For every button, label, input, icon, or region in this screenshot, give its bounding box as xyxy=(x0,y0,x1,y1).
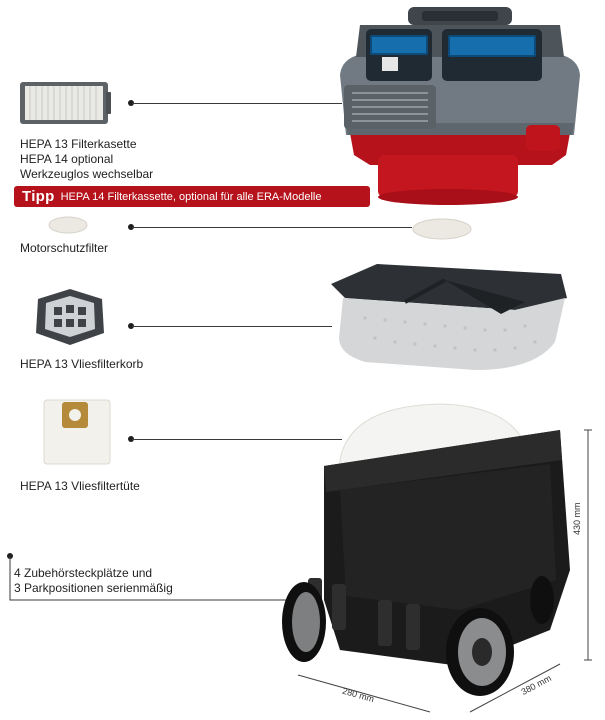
leader-dot-filter xyxy=(128,100,134,106)
motor-filter-label: Motorschutzfilter xyxy=(20,241,109,255)
basket-label: HEPA 13 Vliesfilterkorb xyxy=(20,357,144,371)
tip-text: HEPA 14 Filterkassette, optional für all… xyxy=(60,190,322,203)
motor-filter-disc-left-image xyxy=(48,216,88,234)
hepa-filter-label-line2: HEPA 14 optional xyxy=(20,152,114,166)
hepa-filter-cassette-image xyxy=(20,82,111,124)
dimension-height: 430 mm xyxy=(572,502,582,535)
leader-dot-bag xyxy=(128,436,134,442)
filter-basket-image xyxy=(331,264,567,370)
leader-line-bag xyxy=(132,439,342,440)
top-unit-image xyxy=(340,7,580,205)
leader-dot-basket xyxy=(128,323,134,329)
bag-thumbnail-image xyxy=(43,399,111,465)
tip-word: Tipp xyxy=(22,188,55,205)
leader-line-motor xyxy=(132,227,412,228)
accessory-label-line1: 4 Zubehörsteckplätze und xyxy=(14,566,153,580)
hepa-filter-label-line3: Werkzeuglos wechselbar xyxy=(20,167,154,181)
hepa-filter-label-line1: HEPA 13 Filterkasette xyxy=(20,137,137,151)
leader-line-basket xyxy=(132,326,332,327)
accessory-label-line2: 3 Parkpositionen serienmäßig xyxy=(14,581,173,595)
hepa-filter-label: HEPA 13 Filterkasette HEPA 14 optional W… xyxy=(20,137,153,182)
leader-line-filter xyxy=(132,103,342,104)
bag-label: HEPA 13 Vliesfiltertüte xyxy=(20,479,140,493)
leader-dot-motor xyxy=(128,224,134,230)
basket-thumbnail-image xyxy=(36,289,104,345)
motor-filter-disc-right-image xyxy=(412,218,472,240)
tip-banner: Tipp HEPA 14 Filterkassette, optional fü… xyxy=(14,186,370,207)
accessory-label: 4 Zubehörsteckplätze und 3 Parkpositione… xyxy=(14,566,173,596)
vacuum-body-image xyxy=(282,403,570,696)
